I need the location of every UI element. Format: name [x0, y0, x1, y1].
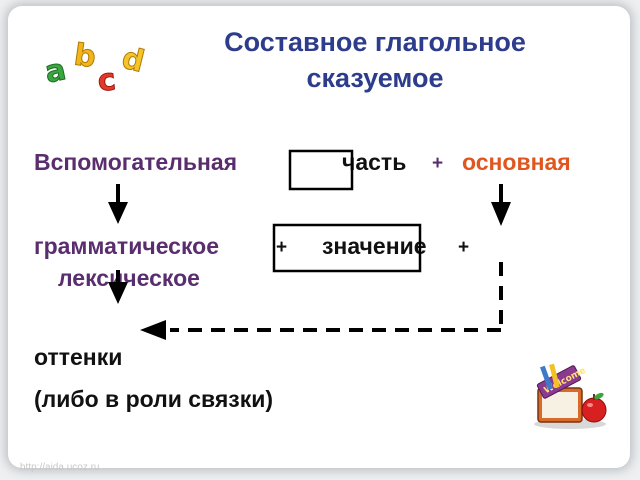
title-line-2: сказуемое	[306, 63, 444, 93]
plus-sign-1: +	[432, 153, 444, 174]
abc-letter-a: a	[42, 52, 69, 90]
slide-title: Составное глагольное сказуемое	[180, 24, 570, 96]
grammatical-word: грамматическое	[34, 233, 220, 259]
plus-sign-2: +	[276, 237, 288, 258]
abc-letter-b: b	[72, 38, 98, 76]
main-word: основная	[462, 149, 571, 175]
auxiliary-word: Вспомогательная	[34, 149, 238, 175]
abc-letters-icon: a b c d	[42, 37, 148, 98]
part-word: часть	[342, 149, 407, 175]
school-decor-icon: Welcome	[534, 363, 607, 429]
note-text: (либо в роли связки)	[34, 386, 274, 412]
lexical-word: лексическое	[58, 265, 200, 291]
slide: a b c d	[8, 6, 630, 468]
shades-word: оттенки	[34, 344, 123, 370]
abc-letter-d: d	[118, 41, 147, 80]
meaning-word: значение	[322, 233, 427, 259]
abc-letter-c: c	[96, 62, 117, 98]
footer-url: http://aida.ucoz.ru	[20, 462, 100, 473]
title-line-1: Составное глагольное	[224, 27, 526, 57]
plus-sign-3: +	[458, 237, 470, 258]
